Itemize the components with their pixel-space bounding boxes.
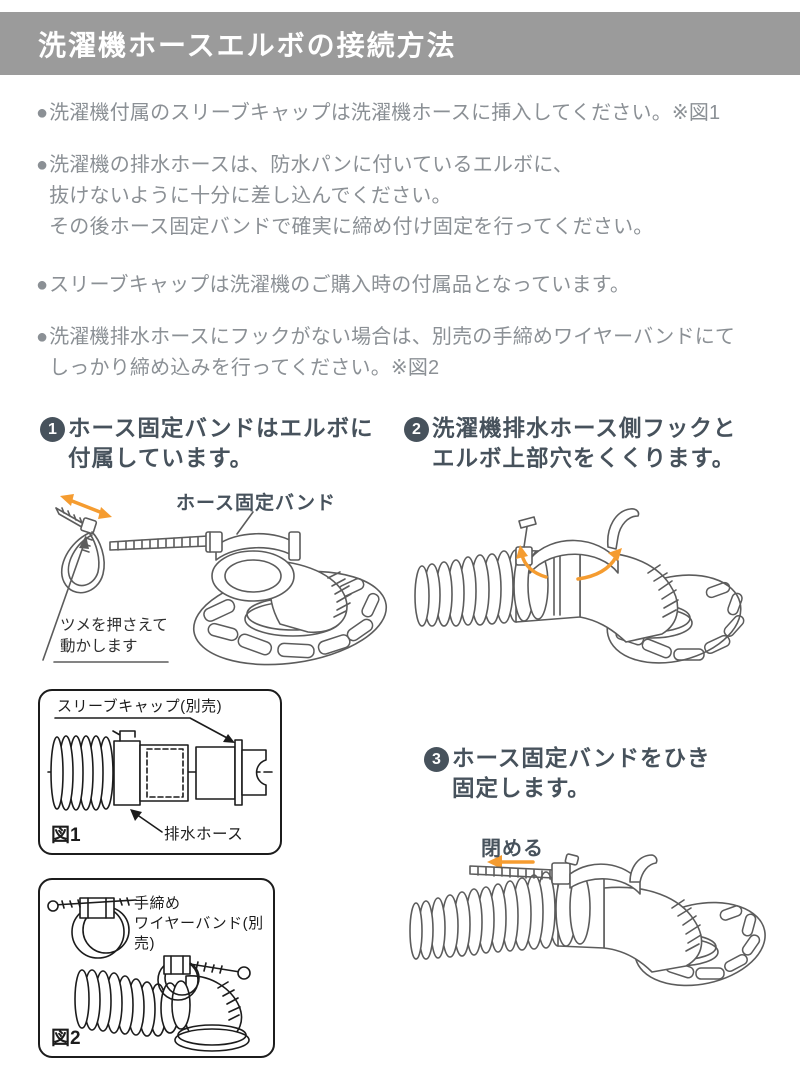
hose-and-elbow [74, 969, 250, 1052]
page-title: 洗濯機ホースエルボの接続方法 [38, 29, 457, 61]
header-bar: 洗濯機ホースエルボの接続方法 [0, 12, 800, 75]
note-text: 洗濯機付属のスリーブキャップは洗濯機ホースに挿入してください。※図1 [49, 102, 721, 124]
step2-heading: 2 洗濯機排水ホース側フックと エルボ上部穴をくくります。 [404, 414, 796, 474]
bullet-icon: ● [36, 154, 49, 176]
figure1-title: 図1 [51, 825, 81, 846]
note-text: 洗濯機排水ホースにフックがない場合は、別売の手締めワイヤーバンドにて しっかり締… [49, 326, 736, 379]
step1-illustration: ホース固定バンド ツメを押さえて 動かします [40, 486, 388, 666]
hose-connector [112, 730, 141, 806]
figure1-box: スリーブキャップ(別売) 排水ホース 図1 [38, 689, 282, 855]
step1-text: ホース固定バンドはエルボに 付属しています。 [68, 416, 374, 472]
corrugated-hose [50, 735, 114, 811]
band-strap-tightened [469, 853, 658, 895]
drain-elbow [211, 550, 352, 633]
note-item: ● 洗濯機付属のスリーブキャップは洗濯機ホースに挿入してください。※図1 [36, 98, 781, 129]
drain-elbow [579, 551, 679, 643]
figure2-title: 図2 [51, 1028, 81, 1049]
sleeve-cap-diagram [47, 717, 273, 833]
wire-band-diagram [47, 897, 251, 1052]
corrugated-hose [409, 869, 605, 960]
figure2-box: 手締め ワイヤーバンド(別売) 図2 [38, 878, 275, 1058]
elbow-with-band-drawing [42, 494, 388, 666]
step3-text: ホース固定バンドをひき 固定します。 [452, 746, 711, 802]
hook-band-drawing [414, 508, 745, 664]
note-text: スリーブキャップは洗濯機のご購入時の付属品となっています。 [49, 274, 631, 296]
cap-label-leader [54, 717, 235, 743]
note-item: ● 洗濯機の排水ホースは、防水パンに付いているエルボに、 抜けないように十分に差… [36, 150, 781, 243]
hose-hook [606, 508, 640, 550]
tighten-band-drawing [409, 853, 766, 987]
band-label-leader [236, 511, 254, 535]
step3-heading: 3 ホース固定バンドをひき 固定します。 [424, 744, 794, 804]
wire-band-label: 手締め ワイヤーバンド(別売) [134, 895, 264, 952]
step2-number-badge: 2 [404, 417, 429, 442]
sleeve-cap [195, 739, 267, 806]
note-item: ● 洗濯機排水ホースにフックがない場合は、別売の手締めワイヤーバンドにて しっか… [36, 322, 781, 384]
cable-tie-drawing [55, 507, 105, 594]
hose-label-leader [130, 809, 163, 833]
note-item: ● スリーブキャップは洗濯機のご購入時の付属品となっています。 [36, 270, 781, 301]
notes-list: ● 洗濯機付属のスリーブキャップは洗濯機ホースに挿入してください。※図1 ● 洗… [36, 98, 781, 384]
sleeve [139, 744, 189, 802]
move-direction-arrow-icon [60, 494, 112, 519]
close-arrow-icon [487, 855, 535, 869]
step3-number-badge: 3 [424, 747, 449, 772]
step2-illustration [412, 503, 747, 671]
hose-band [109, 531, 301, 561]
close-label: 閉める [481, 838, 544, 860]
sleeve-cap-label: スリーブキャップ(別売) [57, 698, 223, 715]
hose-hook [629, 854, 658, 883]
drain-hose-label: 排水ホース [164, 826, 244, 843]
bullet-icon: ● [36, 274, 49, 296]
band-label: ホース固定バンド [176, 493, 337, 514]
step1-heading: 1 ホース固定バンドはエルボに 付属しています。 [40, 414, 400, 474]
corrugated-hose [414, 549, 581, 627]
loop-direction-arrows-icon [516, 545, 622, 581]
claw-note-leader [42, 535, 169, 663]
bullet-icon: ● [36, 102, 49, 124]
wire-band-clamped [157, 955, 251, 1001]
step3-illustration: 閉める [408, 830, 768, 998]
wire-band-loose [47, 897, 137, 959]
step1-number-badge: 1 [40, 417, 65, 442]
step2-text: 洗濯機排水ホース側フックと エルボ上部穴をくくります。 [432, 416, 737, 472]
drain-elbow [603, 886, 703, 973]
note-text: 洗濯機の排水ホースは、防水パンに付いているエルボに、 抜けないように十分に差し込… [49, 154, 654, 238]
claw-note: ツメを押さえて 動かします [60, 617, 168, 656]
bullet-icon: ● [36, 326, 49, 348]
